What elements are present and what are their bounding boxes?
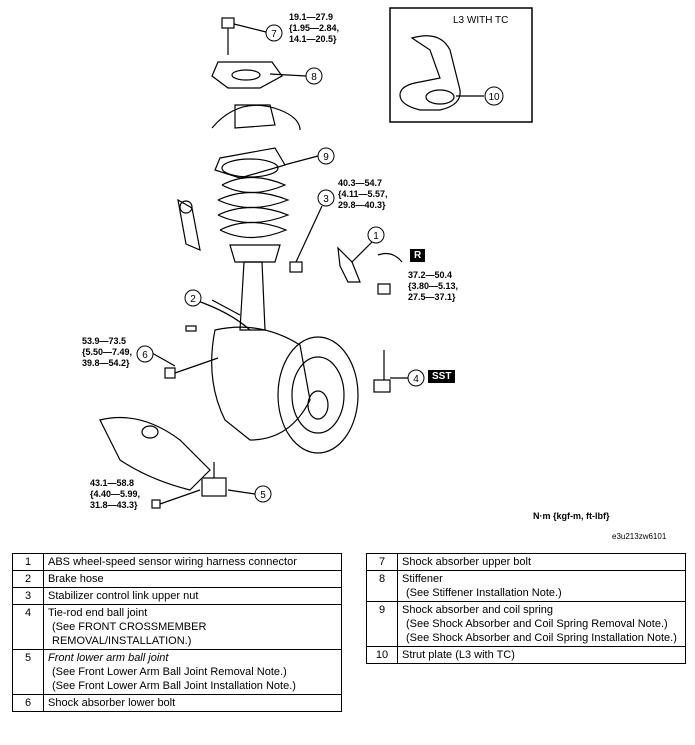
part-number: 1 [12,553,44,571]
lower-bolt-5 [151,489,201,509]
part-description: Brake hose [43,570,342,588]
part-name: Brake hose [48,573,104,585]
part-number: 2 [12,570,44,588]
stiffener-part [211,61,283,89]
tie-rod-end [373,350,391,393]
parts-table-right: 7 Shock absorber upper bolt 8 Stiffener (See… [366,553,686,664]
part-description: Stiffener (See Stiffener Installation Not… [397,570,686,602]
part-name: Stabilizer control link upper nut [48,590,199,602]
parts-row: 10 Strut plate (L3 with TC) [366,646,686,664]
part-note: (See Front Lower Arm Ball Joint Installa… [52,680,296,692]
r-tag: R [410,249,426,262]
sst-tag: SST [428,370,456,383]
callout-8: 8 [311,72,317,83]
part-number: 6 [12,694,44,712]
part-description: Shock absorber upper bolt [397,553,686,571]
brake-disc [277,336,359,454]
parts-row: 7 Shock absorber upper bolt [366,553,686,571]
part-description: Shock absorber lower bolt [43,694,342,712]
lower-arm [99,416,211,491]
part-note: (See FRONT CROSSMEMBER REMOVAL/INSTALLAT… [52,621,207,647]
torque-spec-5: 43.1—58.8 {4.40—5.99, 31.8—43.3} [90,478,141,510]
inset-frame [389,7,533,123]
part-description: Front lower arm ball joint (See Front Low… [43,649,342,695]
parts-row: 2 Brake hose [12,570,342,588]
parts-row: 5 Front lower arm ball joint (See Front Lo… [12,649,342,695]
figure-code: e3u213zw6101 [612,532,667,541]
part-number: 3 [12,587,44,605]
parts-row: 8 Stiffener (See Stiffener Installation No… [366,570,686,602]
callout-3: 3 [323,194,329,205]
part-number: 10 [366,646,398,664]
part-name: ABS wheel-speed sensor wiring harness co… [48,556,297,568]
part-number: 7 [366,553,398,571]
stabilizer-nut [289,261,303,273]
callout-4: 4 [413,374,419,385]
part-number: 9 [366,601,398,647]
part-number: 8 [366,570,398,602]
callout-7: 7 [271,29,277,40]
torque-units: N·m {kgf-m, ft-lbf} [533,511,610,521]
part-name: Shock absorber lower bolt [48,697,176,709]
part-description: Shock absorber and coil spring (See Shock… [397,601,686,647]
inset-label: L3 WITH TC [453,15,509,26]
part-number: 5 [12,649,44,695]
shock-absorber-body [239,261,266,331]
part-name: Shock absorber and coil spring [402,604,554,616]
callout-2: 2 [190,294,196,305]
part-note: (See Stiffener Installation Note.) [406,587,562,599]
parts-row: 9 Shock absorber and coil spring (See Shoc… [366,601,686,647]
steering-knuckle [211,326,311,441]
part-name: Shock absorber upper bolt [402,556,532,568]
part-name: Front lower arm ball joint [48,652,169,664]
upper-bolt-part [221,17,235,55]
upper-spring-seat [214,147,286,179]
torque-spec-3: 40.3—54.7 {4.11—5.57, 29.8—40.3} [338,178,388,210]
parts-row: 1 ABS wheel-speed sensor wiring harness c… [12,553,342,571]
ball-joint-5 [201,462,227,497]
callout-1: 1 [373,231,379,242]
callout-5: 5 [260,490,266,501]
callout-9: 9 [323,152,329,163]
part-name: Stiffener [402,573,443,585]
part-note: (See Front Lower Arm Ball Joint Removal … [52,666,287,678]
part-description: Tie-rod end ball joint (See FRONT CROSSME… [43,604,342,650]
exploded-strut-diagram: 7 8 9 3 1 2 6 4 5 10 [99,7,533,509]
torque-spec-7: 19.1—27.9 {1.95—2.84, 14.1—20.5} [289,12,340,44]
part-note: (See Shock Absorber and Coil Spring Inst… [406,632,677,644]
lower-bolt-part [164,357,219,379]
part-note: (See Shock Absorber and Coil Spring Remo… [406,618,668,630]
parts-row: 3 Stabilizer control link upper nut [12,587,342,605]
part-number: 4 [12,604,44,650]
abs-connector [337,246,361,283]
torque-spec-1: 37.2—50.4 {3.80—5.13, 27.5—37.1} [408,270,459,302]
torque-spec-6: 53.9—73.5 {5.50—7.49, 39.8—54.2} [82,336,133,368]
part-description: ABS wheel-speed sensor wiring harness co… [43,553,342,571]
part-description: Stabilizer control link upper nut [43,587,342,605]
stabilizer-link [177,198,201,251]
parts-row: 4 Tie-rod end ball joint (See FRONT CROSSM… [12,604,342,650]
callout-10: 10 [488,92,500,103]
strut-plate-inset [399,35,461,111]
callout-6: 6 [142,350,148,361]
coil-spring-part [217,176,290,239]
part-name: Tie-rod end ball joint [48,607,148,619]
parts-row: 6 Shock absorber lower bolt [12,694,342,712]
part-name: Strut plate (L3 with TC) [402,649,515,661]
part-description: Strut plate (L3 with TC) [397,646,686,664]
parts-table-left: 1 ABS wheel-speed sensor wiring harness c… [12,553,342,712]
